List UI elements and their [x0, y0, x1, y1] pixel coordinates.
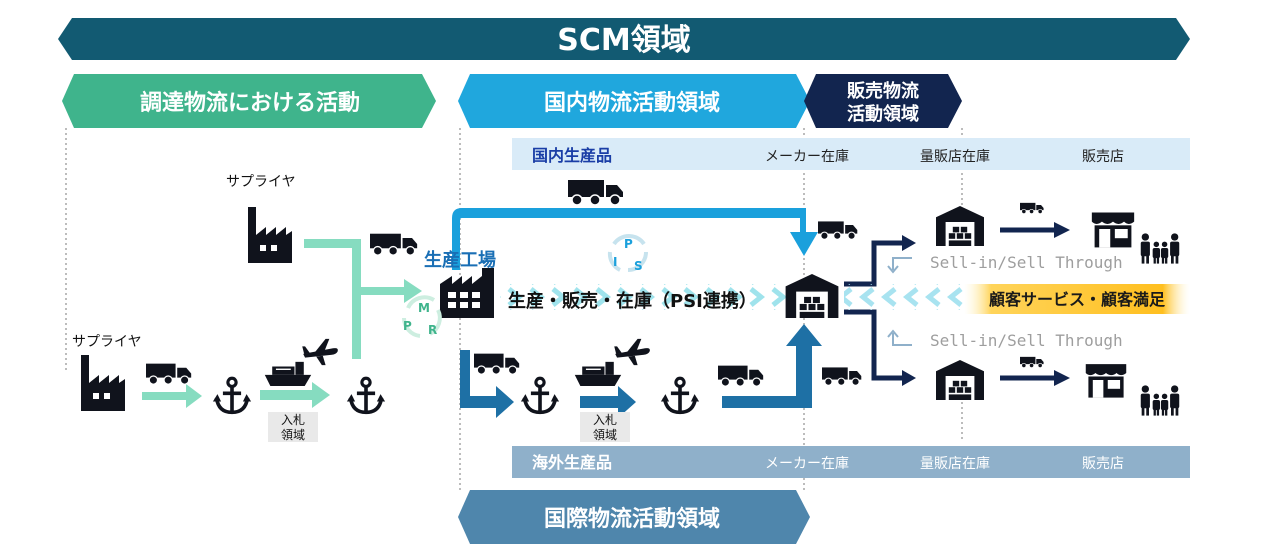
anchor-icon-1	[212, 376, 252, 415]
truck-icon-supplier	[146, 363, 192, 385]
store-top-icon	[1091, 212, 1135, 248]
psi-cycle-icon: P S I	[607, 234, 648, 273]
overseas-row-band	[512, 446, 1190, 478]
truck-icon-export	[474, 353, 520, 375]
sales-header	[804, 74, 962, 128]
family-top-icon	[1140, 233, 1180, 264]
international-flow-arrows	[460, 324, 822, 418]
truck-icon-procurement	[370, 233, 418, 256]
anchor-icon-4	[660, 376, 700, 415]
truck-icon-overseas-maker	[822, 366, 862, 386]
mass-retail-warehouse-top-icon	[936, 206, 984, 246]
international-header	[458, 490, 810, 544]
plane-icon-2	[614, 338, 650, 366]
anchor-icon-2	[346, 376, 386, 415]
sell-in-top: Sell-in/Sell Through	[930, 253, 1123, 272]
procurement-header	[62, 74, 436, 128]
psi-letter-p: P	[624, 237, 633, 251]
international-title: 国際物流活動領域	[544, 506, 720, 532]
domestic-row-band	[512, 138, 1190, 170]
supplier-top-label: サプライヤ	[226, 174, 296, 190]
ship-icon-1	[264, 361, 312, 386]
sales-arrow-heads	[902, 222, 1070, 386]
psi-label: 生産・販売・在庫（PSI連携）	[508, 290, 757, 312]
bid-2-line1: 入札	[593, 413, 617, 427]
family-bottom-icon	[1140, 385, 1180, 416]
return-chevron-band	[844, 284, 964, 310]
truck-icon-retail-bottom	[1020, 356, 1044, 368]
truck-icon-maker	[818, 220, 858, 240]
sales-title-line2: 活動領域	[847, 103, 919, 125]
domestic-store: 販売店	[1082, 149, 1124, 165]
overseas-maker-stock: メーカー在庫	[765, 455, 849, 472]
maker-warehouse-icon	[785, 274, 839, 318]
bid-2-line2: 領域	[593, 427, 617, 442]
domestic-mass-retail-stock: 量販店在庫	[920, 148, 990, 165]
anchor-icon-3	[520, 376, 560, 415]
scm-title: SCM領域	[557, 23, 690, 58]
bid-box-1	[268, 412, 318, 442]
overseas-store: 販売店	[1082, 456, 1124, 472]
domestic-header	[458, 74, 810, 128]
truck-icon-import	[718, 365, 764, 387]
truck-icon-domestic	[568, 179, 624, 206]
scm-banner	[58, 18, 1190, 60]
supplier-left-factory-icon	[81, 355, 125, 411]
ship-icon-2	[574, 361, 622, 386]
bid-1-line2: 領域	[281, 427, 305, 442]
domestic-row-label: 国内生産品	[532, 146, 612, 165]
plane-icon-1	[302, 338, 338, 366]
store-bottom-icon	[1085, 364, 1127, 398]
psi-letter-i: I	[613, 255, 617, 269]
factory-label: 生産工場	[424, 249, 496, 271]
domestic-maker-stock: メーカー在庫	[765, 148, 849, 165]
overseas-mass-retail-stock: 量販店在庫	[920, 455, 990, 472]
procurement-title: 調達物流における活動	[140, 90, 360, 116]
domestic-title: 国内物流活動領域	[544, 90, 720, 116]
bid-1-line1: 入札	[281, 413, 305, 427]
customer-label: 顧客サービス・顧客満足	[989, 290, 1166, 309]
mass-retail-warehouse-bottom-icon	[936, 360, 984, 400]
mpr-letter-p: P	[403, 319, 412, 333]
sell-in-top-icon	[892, 257, 912, 270]
domestic-flow-arrow	[452, 208, 818, 270]
mpr-letter-r: R	[428, 323, 437, 337]
mpr-letter-m: M	[418, 301, 430, 315]
production-factory-icon	[440, 268, 494, 318]
supplier-top-factory-icon	[248, 207, 292, 263]
psi-letter-s: S	[634, 259, 643, 273]
psi-chevron-band	[500, 284, 790, 310]
supplier-left-label: サプライヤ	[72, 334, 142, 350]
mpr-cycle-icon: M P R	[401, 295, 442, 338]
truck-icon-retail-top	[1020, 202, 1044, 214]
procurement-flow-arrows	[142, 239, 422, 408]
overseas-row-label: 海外生産品	[532, 453, 612, 472]
sell-in-bottom: Sell-in/Sell Through	[930, 331, 1123, 350]
customer-highlight	[964, 284, 1190, 314]
bid-box-2	[580, 412, 630, 442]
sell-in-bottom-icon	[892, 333, 912, 346]
sales-title-line1: 販売物流	[847, 80, 919, 102]
